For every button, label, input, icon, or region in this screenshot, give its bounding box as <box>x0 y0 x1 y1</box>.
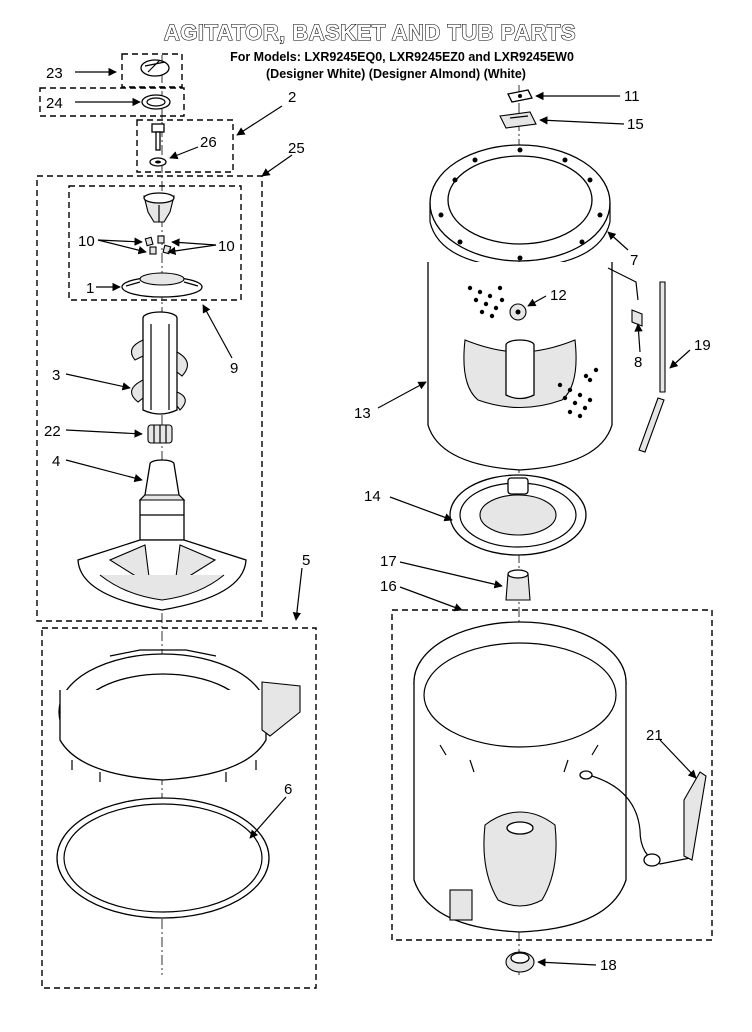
callout-10-right: 10 <box>218 238 235 255</box>
diagram-subtitle-models: For Models: LXR9245EQ0, LXR9245EZ0 and L… <box>230 50 574 64</box>
callout-7: 7 <box>630 252 638 269</box>
callout-6: 6 <box>284 781 292 798</box>
outer-tub-assembly-box <box>391 609 713 941</box>
cam-assembly-box <box>68 185 242 301</box>
callout-2: 2 <box>288 89 296 106</box>
callout-9: 9 <box>230 360 238 377</box>
cam-part <box>143 192 175 223</box>
drive-block-part <box>509 303 527 321</box>
agitator-assembly-box <box>36 175 263 622</box>
hose-part <box>638 281 666 453</box>
clip-part <box>507 89 533 103</box>
callout-14: 14 <box>364 488 381 505</box>
callout-numbers: 23 24 2 26 25 10 10 1 9 3 22 4 5 6 11 15… <box>44 65 711 974</box>
callout-8: 8 <box>634 354 642 371</box>
diagram-subtitle-colors: (Designer White) (Designer Almond) (Whit… <box>266 67 526 81</box>
callout-21: 21 <box>646 727 663 744</box>
spline-coupling-part <box>505 569 531 601</box>
agitator-auger-part <box>130 311 188 415</box>
callout-10-left: 10 <box>78 233 95 250</box>
callout-5: 5 <box>302 552 310 569</box>
coupling-part <box>147 424 173 444</box>
cam-drive-part <box>121 272 203 298</box>
agitator-dogs-part <box>144 235 172 255</box>
callout-22: 22 <box>44 423 61 440</box>
callout-12: 12 <box>550 287 567 304</box>
diagram-title: AGITATOR, BASKET AND TUB PARTS <box>164 20 576 45</box>
callout-26: 26 <box>200 134 217 151</box>
leader-lines <box>65 67 697 967</box>
callout-13: 13 <box>354 405 371 422</box>
tub-seal-part <box>56 797 270 919</box>
agitator-cap-part <box>121 53 183 88</box>
basket-holes-lower <box>557 367 599 419</box>
drain-hose-part <box>591 771 707 867</box>
drive-hub-part <box>449 474 587 556</box>
balance-ring-part <box>429 144 611 269</box>
tub-ring-part <box>58 649 301 782</box>
callout-3: 3 <box>52 367 60 384</box>
basket-holes-upper <box>467 285 505 319</box>
o-ring-part <box>39 87 185 117</box>
outer-tub-part <box>413 621 627 933</box>
bolt-washer-part <box>136 119 234 173</box>
callout-19: 19 <box>694 337 711 354</box>
tub-bearing-part <box>505 951 535 973</box>
agitator-base-part <box>77 459 247 611</box>
hub-nut-part <box>499 111 537 129</box>
tub-ring-assembly-box <box>41 627 317 989</box>
callout-24: 24 <box>46 95 63 112</box>
wash-basket-part <box>427 262 613 471</box>
callout-4: 4 <box>52 453 60 470</box>
bracket-part <box>607 267 643 327</box>
callout-11: 11 <box>624 88 640 105</box>
callout-15: 15 <box>627 116 644 133</box>
callout-16: 16 <box>380 578 397 595</box>
callout-25: 25 <box>288 140 305 157</box>
callout-1: 1 <box>86 280 94 297</box>
callout-23: 23 <box>46 65 63 82</box>
callout-17: 17 <box>380 553 397 570</box>
callout-18: 18 <box>600 957 617 974</box>
